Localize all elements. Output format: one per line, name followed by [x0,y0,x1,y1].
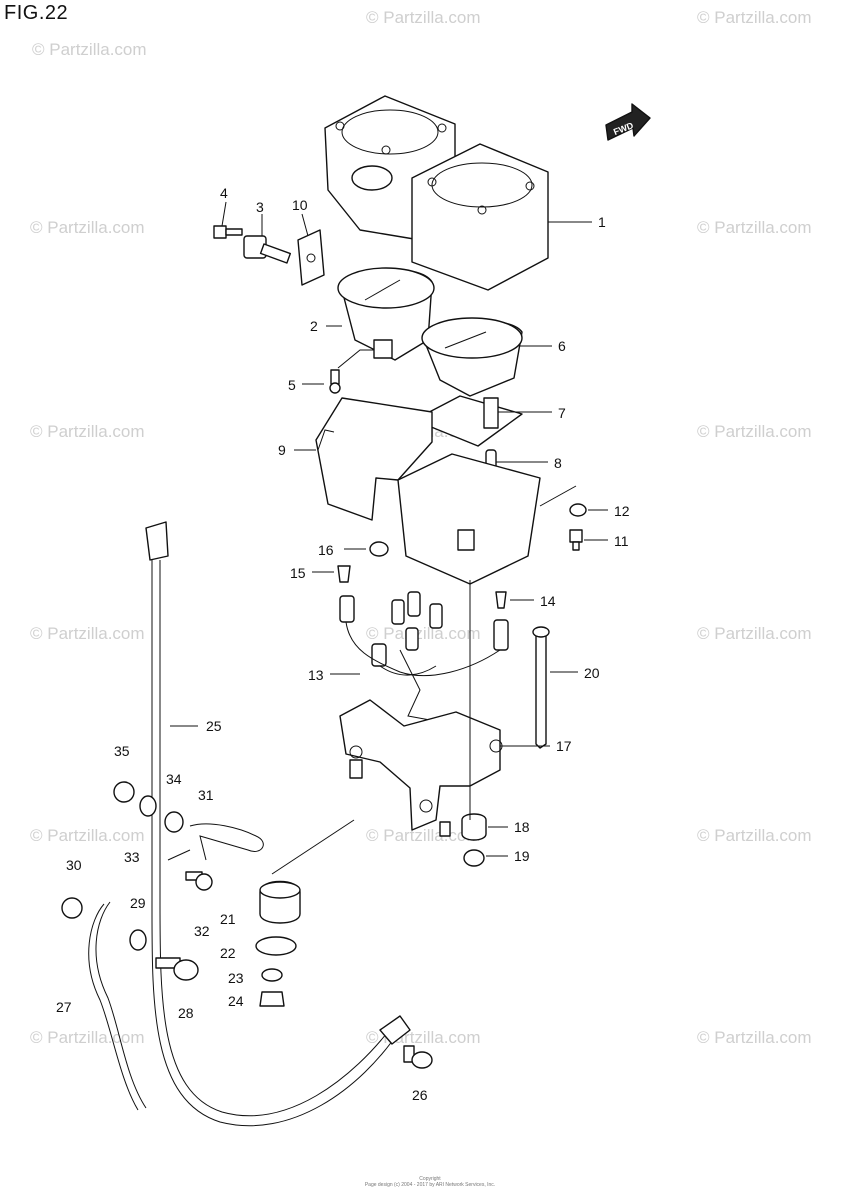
washer-22 [255,936,297,956]
watermark: © Partzilla.com [30,422,145,441]
watermark: © Partzilla.com [366,8,481,27]
grommet-34 [164,811,184,833]
screw-32 [185,871,213,891]
trip-knob [243,235,292,264]
watermark: © Partzilla.com [697,218,812,237]
callout-34: 34 [166,771,182,787]
watermark: © Partzilla.com [697,826,812,845]
callout-21: 21 [220,911,236,927]
watermark: © Partzilla.com [697,8,812,27]
callout-3: 3 [256,199,264,215]
copyright-notice: Copyright Page design (c) 2004 - 2017 by… [360,1176,500,1188]
screw-11 [569,529,583,551]
watermark: © Partzilla.com [30,218,145,237]
plate-10 [297,229,325,286]
callout-10: 10 [292,197,308,213]
callout-24: 24 [228,993,244,1009]
nut-12 [569,503,587,517]
nut-24 [259,991,285,1007]
watermark: © Partzilla.com [30,826,145,845]
copyright-line1: Copyright [419,1176,441,1182]
callout-19: 19 [514,848,530,864]
callout-13: 13 [308,667,324,683]
callout-26: 26 [412,1087,428,1103]
callout-20: 20 [584,665,600,681]
callout-32: 32 [194,923,210,939]
spring-clip [189,823,264,861]
screw-4 [213,225,243,239]
leader-lines [167,201,608,875]
speedometer-gauge [421,317,523,397]
callout-27: 27 [56,999,72,1015]
watermark: © Partzilla.com [697,624,812,643]
bolt-28 [155,957,199,981]
callout-9: 9 [278,442,286,458]
damper-21 [259,880,301,924]
callout-31: 31 [198,787,214,803]
callout-22: 22 [220,945,236,961]
callout-7: 7 [558,405,566,421]
nut-30 [61,897,83,919]
watermark: © Partzilla.com [366,826,481,845]
callout-2: 2 [310,318,318,334]
callout-14: 14 [540,593,556,609]
callout-18: 18 [514,819,530,835]
bolt-26 [403,1045,433,1069]
callout-23: 23 [228,970,244,986]
callout-8: 8 [554,455,562,471]
washer-29 [129,929,147,951]
watermark: © Partzilla.com [697,1028,812,1047]
callout-25: 25 [206,718,222,734]
meter-case [324,95,549,291]
wiring-harness [339,591,509,721]
tachometer-gauge [337,267,435,361]
callout-33: 33 [124,849,140,865]
callouts: 1 2 3 4 5 6 7 8 9 10 11 12 13 14 15 16 1… [56,185,630,1103]
callout-29: 29 [130,895,146,911]
washer-23 [261,968,283,982]
speedometer-cable [145,521,411,1127]
nut-35 [113,781,135,803]
washer-33 [139,795,157,817]
cable-tie [532,626,550,749]
callout-30: 30 [66,857,82,873]
watermark: © Partzilla.com [32,40,147,59]
indicator-panel [413,395,523,447]
watermark: © Partzilla.com [697,422,812,441]
watermark: © Partzilla.com [366,624,481,643]
callout-4: 4 [220,185,228,201]
grommet-16 [369,541,389,557]
screw-5 [329,349,374,394]
figure-title: FIG.22 [4,2,69,24]
fwd-arrow: FWD [605,103,651,141]
callout-6: 6 [558,338,566,354]
bulb-15 [337,565,351,583]
lower-case [315,397,541,585]
callout-28: 28 [178,1005,194,1021]
callout-35: 35 [114,743,130,759]
cable-clamp [88,901,147,1111]
callout-16: 16 [318,542,334,558]
watermark: © Partzilla.com [30,1028,145,1047]
cushion-18 [461,813,487,841]
bulb-14 [495,591,507,609]
callout-17: 17 [556,738,572,754]
watermark: © Partzilla.com [30,624,145,643]
callout-1: 1 [598,214,606,230]
callout-12: 12 [614,503,630,519]
copyright-line2: Page design (c) 2004 - 2017 by ARI Netwo… [364,1182,496,1188]
callout-11: 11 [614,533,629,549]
callout-15: 15 [290,565,306,581]
callout-5: 5 [288,377,296,393]
nut-19 [463,849,485,867]
meter-bracket [339,699,503,837]
